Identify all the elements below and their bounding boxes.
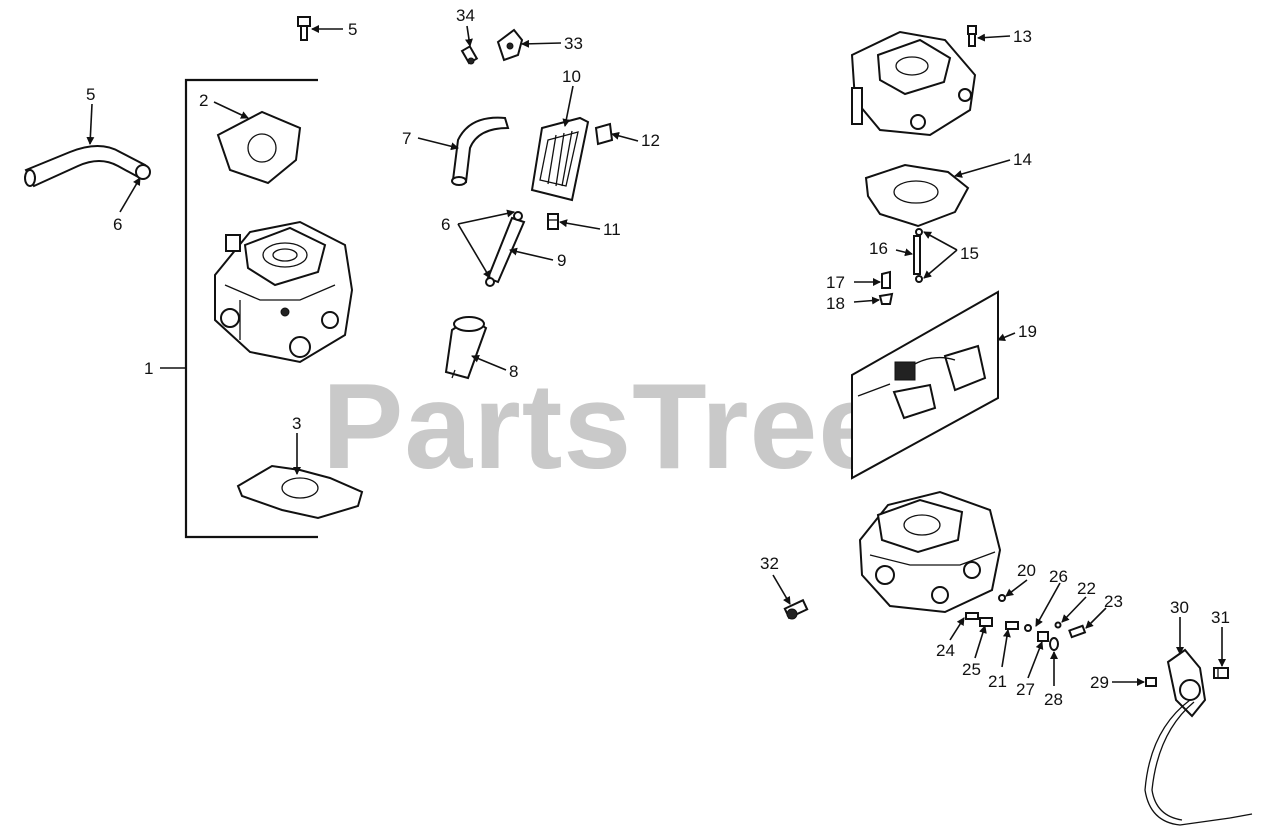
choke-cable-drawing	[1144, 648, 1253, 826]
callout-22: 22	[1077, 579, 1096, 598]
callout-29: 29	[1090, 673, 1109, 692]
callout-20: 20	[1017, 561, 1036, 580]
clip-drawing	[915, 275, 923, 283]
filter-element-drawing	[530, 116, 590, 202]
jet-drawing	[998, 594, 1006, 602]
callout-32: 32	[760, 554, 779, 573]
screw-drawing	[1068, 624, 1087, 639]
screw-drawing	[1213, 667, 1229, 679]
callout-5-top: 5	[348, 20, 357, 39]
callout-33: 33	[564, 34, 583, 53]
callout-28: 28	[1044, 690, 1063, 709]
callout-7: 7	[402, 129, 411, 148]
bracket-hole-drawing	[506, 42, 514, 50]
gasket-drawing	[864, 163, 970, 228]
fuel-hose-drawing	[24, 145, 147, 188]
callout-30: 30	[1170, 598, 1189, 617]
callout-5-left: 5	[86, 85, 95, 104]
clip-drawing	[1054, 621, 1062, 629]
callout-13: 13	[1013, 27, 1032, 46]
callout-8: 8	[509, 362, 518, 381]
callout-18: 18	[826, 294, 845, 313]
callout-34: 34	[456, 6, 475, 25]
washer-drawing	[1049, 637, 1059, 651]
callout-16: 16	[869, 239, 888, 258]
callout-21: 21	[988, 672, 1007, 691]
callout-11: 11	[603, 220, 621, 239]
screw-drawing	[967, 25, 977, 47]
hose-end-drawing	[24, 169, 36, 187]
fuel-line-drawing	[485, 211, 526, 287]
leader-lines	[86, 25, 1226, 686]
carburetor-drawing	[214, 220, 354, 364]
callout-25: 25	[962, 660, 981, 679]
clip-drawing	[594, 122, 614, 146]
callout-12: 12	[641, 131, 660, 150]
callout-19: 19	[1018, 322, 1037, 341]
carburetor-body-drawing	[858, 490, 1002, 614]
pin-drawing	[913, 235, 921, 275]
screw-drawing	[1145, 677, 1157, 687]
callout-26: 26	[1049, 567, 1068, 586]
washer-drawing	[1024, 624, 1032, 632]
callout-1: 1	[144, 359, 153, 378]
watermark: PartsTree	[322, 358, 887, 494]
callout-14: 14	[1013, 150, 1032, 169]
callout-24: 24	[936, 641, 955, 660]
gasket-hole-drawing	[247, 133, 277, 163]
hose-clamp-drawing	[135, 164, 151, 180]
fuel-filter-drawing	[444, 316, 488, 380]
callout-2: 2	[199, 91, 208, 110]
callout-31: 31	[1211, 608, 1230, 627]
screw-drawing	[547, 213, 559, 230]
carburetor-top-drawing	[850, 30, 977, 137]
needle-drawing	[1037, 631, 1049, 642]
base-gasket-drawing	[236, 464, 364, 520]
assembly-bracket	[184, 78, 318, 539]
callout-6-middle: 6	[441, 215, 450, 234]
screw-drawing	[783, 598, 809, 620]
clip-drawing	[915, 228, 923, 236]
spring-drawing	[881, 270, 891, 289]
jet-drawing	[979, 617, 993, 627]
callout-6-left: 6	[113, 215, 122, 234]
base-gasket-hole-drawing	[281, 477, 319, 499]
jet-drawing	[1005, 621, 1019, 630]
solenoid-drawing	[851, 290, 999, 480]
hose-end-drawing	[451, 176, 467, 186]
callout-23: 23	[1104, 592, 1123, 611]
screw-drawing	[460, 45, 479, 65]
callout-10: 10	[562, 67, 581, 86]
callout-15: 15	[960, 244, 979, 263]
callout-9: 9	[557, 251, 566, 270]
callout-17: 17	[826, 273, 845, 292]
bracket-drawing	[878, 292, 894, 305]
vent-hose-drawing	[451, 116, 510, 184]
gasket-drawing	[216, 110, 302, 185]
screw-drawing	[297, 16, 311, 41]
callout-labels: 1 2 3 5 5 6 6 7 8 9 10 11 12 13 14 15 16…	[86, 6, 1230, 709]
callout-3: 3	[292, 414, 301, 433]
gasket-hole-drawing	[893, 180, 939, 204]
callout-27: 27	[1016, 680, 1035, 699]
jet-drawing	[965, 612, 979, 620]
